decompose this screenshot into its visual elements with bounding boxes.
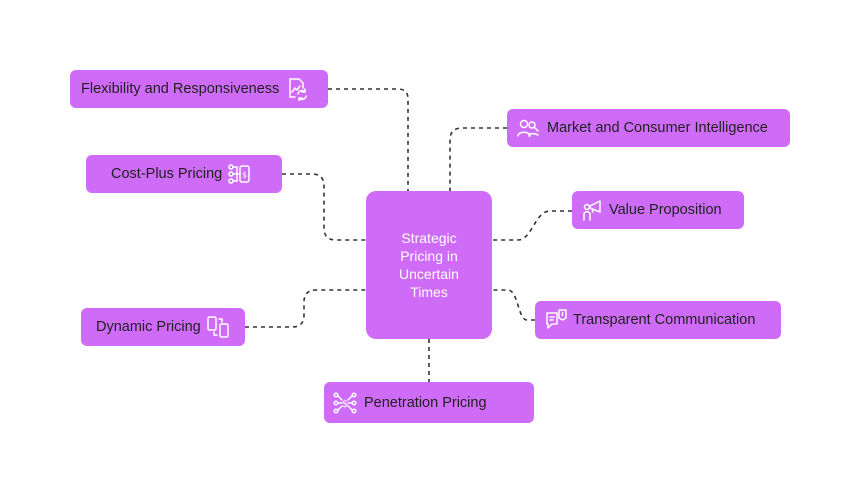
node-value[interactable]: Value Proposition: [572, 191, 744, 229]
link-market: [449, 127, 507, 191]
link-flexibility: [328, 88, 409, 191]
link-value: [492, 210, 572, 241]
megaphone-person-icon: [579, 197, 605, 223]
node-transparent[interactable]: Transparent Communication: [535, 301, 781, 339]
chat-alert-icon: [543, 307, 569, 333]
central-topic-label: Strategic Pricing in Uncertain Times: [399, 230, 459, 300]
node-market[interactable]: Market and Consumer Intelligence: [507, 109, 790, 147]
node-transparent-label: Transparent Communication: [573, 312, 756, 328]
node-flexibility-label: Flexibility and Responsiveness: [81, 81, 280, 97]
people-search-icon: [515, 115, 541, 141]
network-dollar-icon: $: [332, 390, 358, 416]
node-dynamic[interactable]: Dynamic Pricing: [81, 308, 245, 346]
node-cost-plus[interactable]: Cost-Plus Pricing $: [86, 155, 282, 193]
node-cost-plus-label: Cost-Plus Pricing: [111, 166, 223, 182]
link-dynamic: [245, 289, 366, 328]
chart-refresh-icon: [283, 76, 309, 102]
devices-sync-icon: [205, 314, 231, 340]
svg-text:$: $: [242, 171, 247, 180]
node-flexibility[interactable]: Flexibility and Responsiveness: [70, 70, 328, 108]
node-value-label: Value Proposition: [609, 202, 722, 218]
link-cost-plus: [282, 173, 366, 241]
node-market-label: Market and Consumer Intelligence: [547, 120, 768, 136]
node-dynamic-label: Dynamic Pricing: [96, 319, 201, 335]
node-penetration-label: Penetration Pricing: [364, 394, 487, 411]
svg-text:$: $: [342, 399, 348, 410]
cost-flow-icon: $: [226, 161, 252, 187]
central-topic[interactable]: Strategic Pricing in Uncertain Times: [366, 191, 492, 339]
node-penetration[interactable]: $ Penetration Pricing: [324, 382, 534, 423]
link-transparent: [492, 289, 535, 321]
